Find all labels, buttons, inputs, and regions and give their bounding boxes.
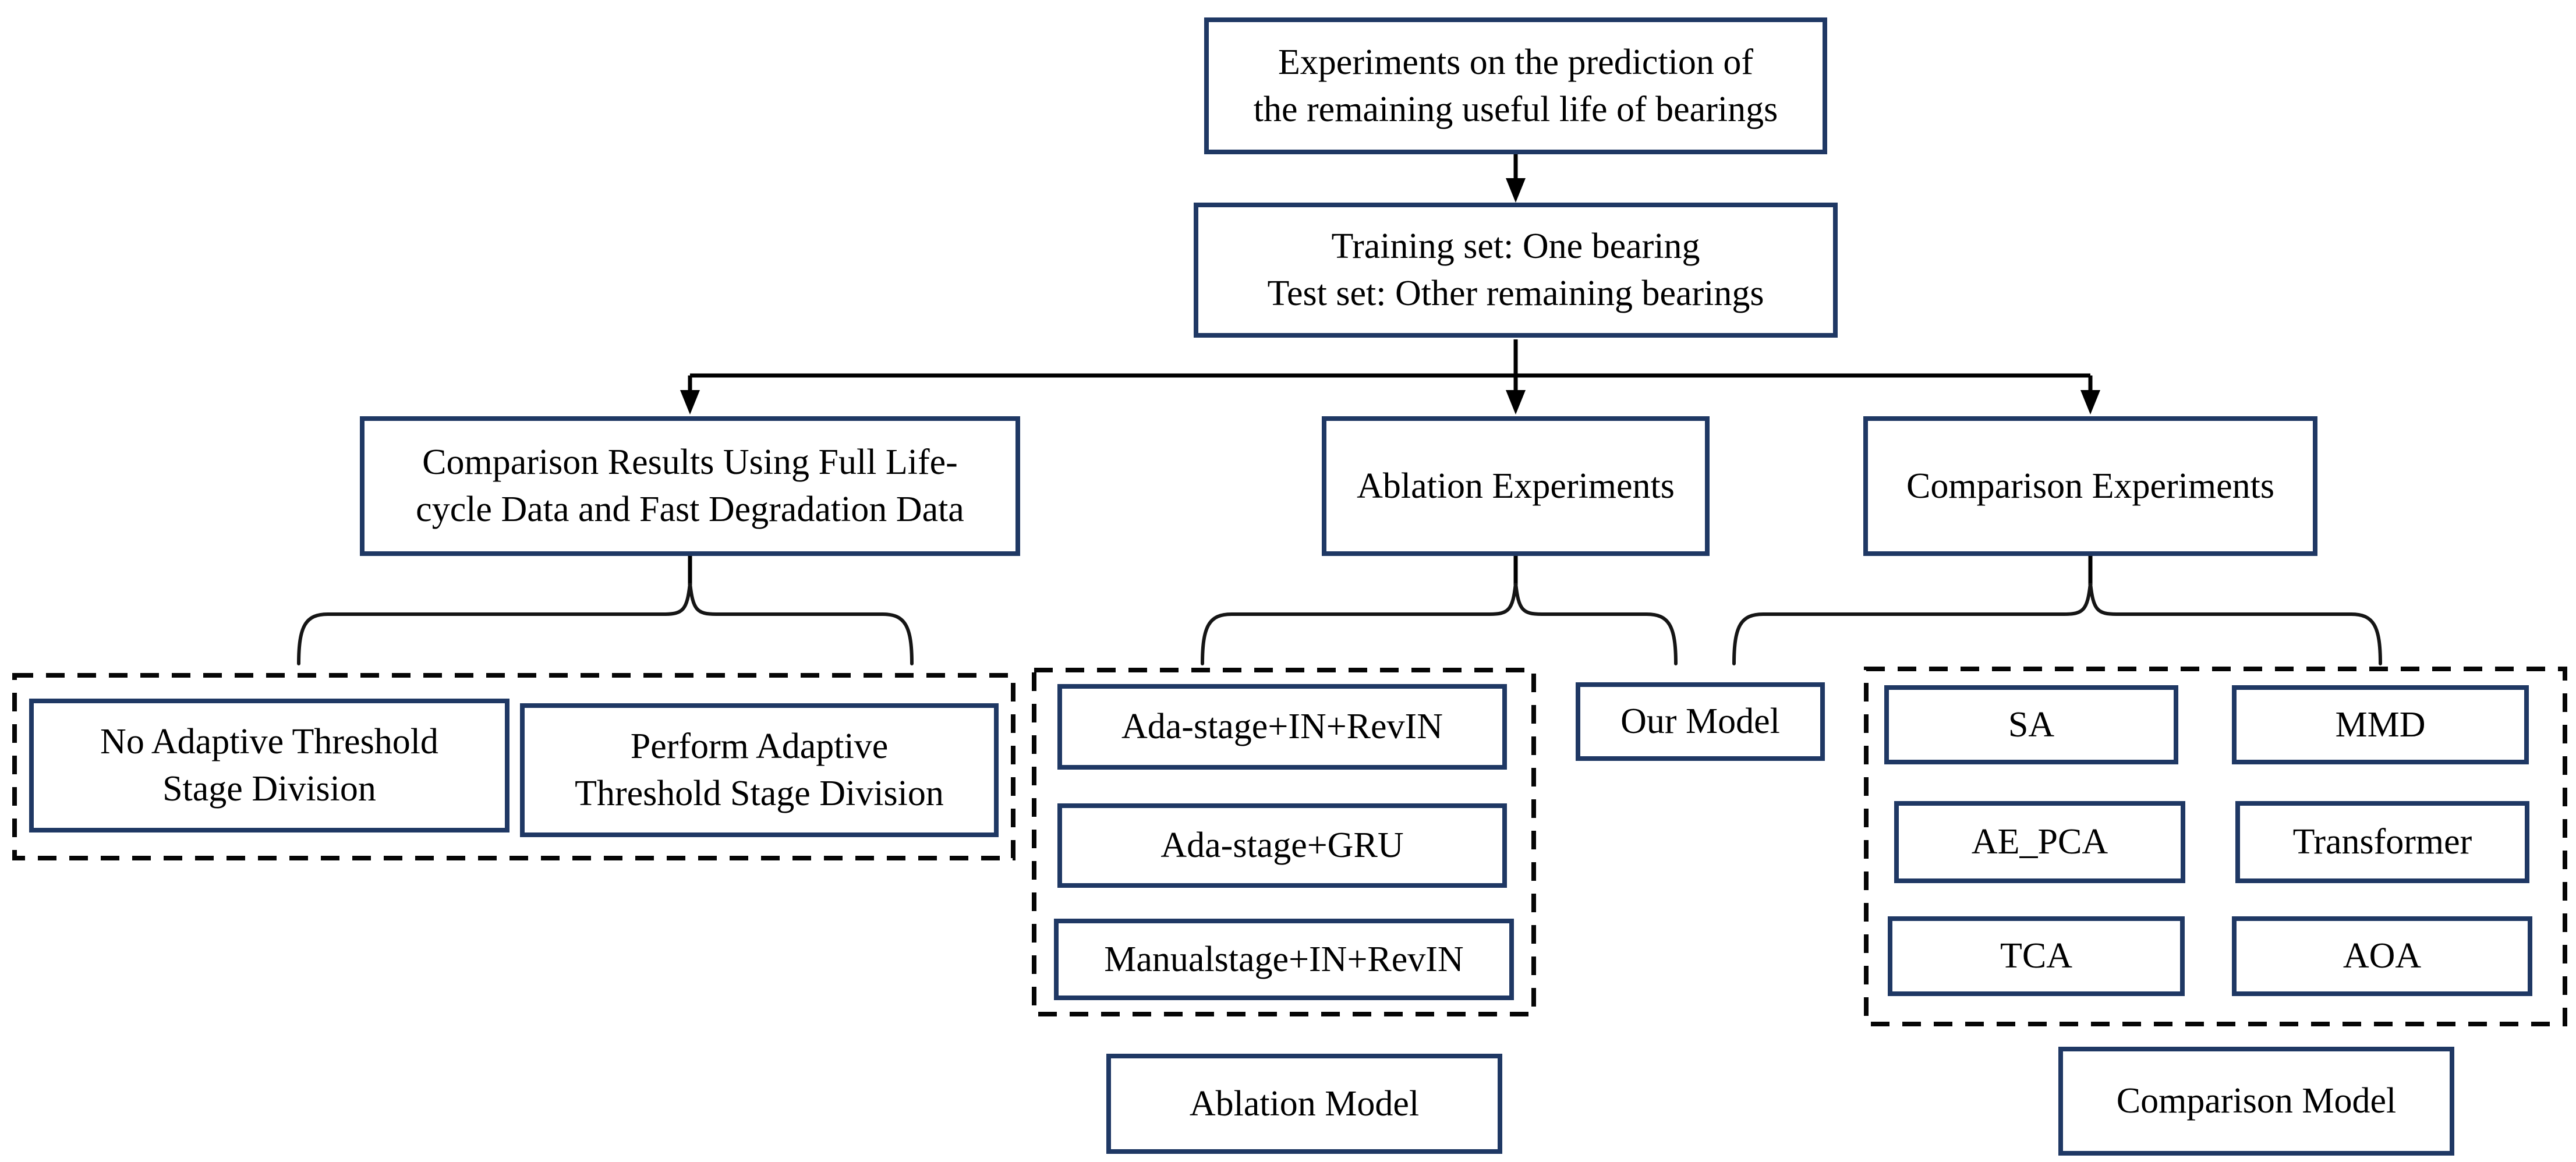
root-box: Experiments on the prediction of the rem… [1204, 17, 1827, 154]
arrow-root-to-setup-head [1506, 178, 1526, 203]
model-box-no-adaptive-threshold: No Adaptive Threshold Stage Division [29, 699, 509, 832]
arrow-branch-right-head [2080, 390, 2100, 415]
model-box-ada-stage-in-revin: Ada-stage+IN+RevIN [1057, 684, 1507, 770]
brace-ablation [1201, 583, 1678, 665]
brace-comparison [1732, 583, 2382, 665]
model-box-transformer: Transformer [2235, 801, 2529, 883]
arrow-branch-middle-head [1506, 390, 1526, 415]
model-box-ada-stage-gru: Ada-stage+GRU [1057, 803, 1507, 888]
dashed-group-comparison-models [1864, 667, 2567, 1026]
our-model-box: Our Model [1576, 682, 1825, 761]
caption-box-comparison-model: Comparison Model [2058, 1047, 2454, 1156]
model-box-tca: TCA [1888, 916, 2185, 996]
model-box-ae-pca: AE_PCA [1894, 801, 2185, 883]
branch-box-full-lifecycle: Comparison Results Using Full Life- cycl… [360, 416, 1020, 556]
dashed-group-stage-division [12, 673, 1015, 860]
model-box-sa: SA [1884, 685, 2178, 764]
dashed-group-ablation-models [1032, 668, 1536, 1016]
branch-box-comparison-experiments: Comparison Experiments [1863, 416, 2317, 556]
branch-box-ablation-experiments: Ablation Experiments [1322, 416, 1710, 556]
model-box-mmd: MMD [2232, 685, 2529, 764]
caption-box-ablation-model: Ablation Model [1106, 1054, 1502, 1154]
model-box-manualstage-in-revin: Manualstage+IN+RevIN [1054, 919, 1514, 1000]
model-box-perform-adaptive-threshold: Perform Adaptive Threshold Stage Divisio… [520, 703, 999, 837]
model-box-aoa: AOA [2232, 916, 2532, 996]
dataset-setup-box: Training set: One bearing Test set: Othe… [1194, 203, 1838, 338]
brace-full-lifecycle [297, 583, 914, 665]
arrow-branch-left-head [680, 390, 700, 415]
